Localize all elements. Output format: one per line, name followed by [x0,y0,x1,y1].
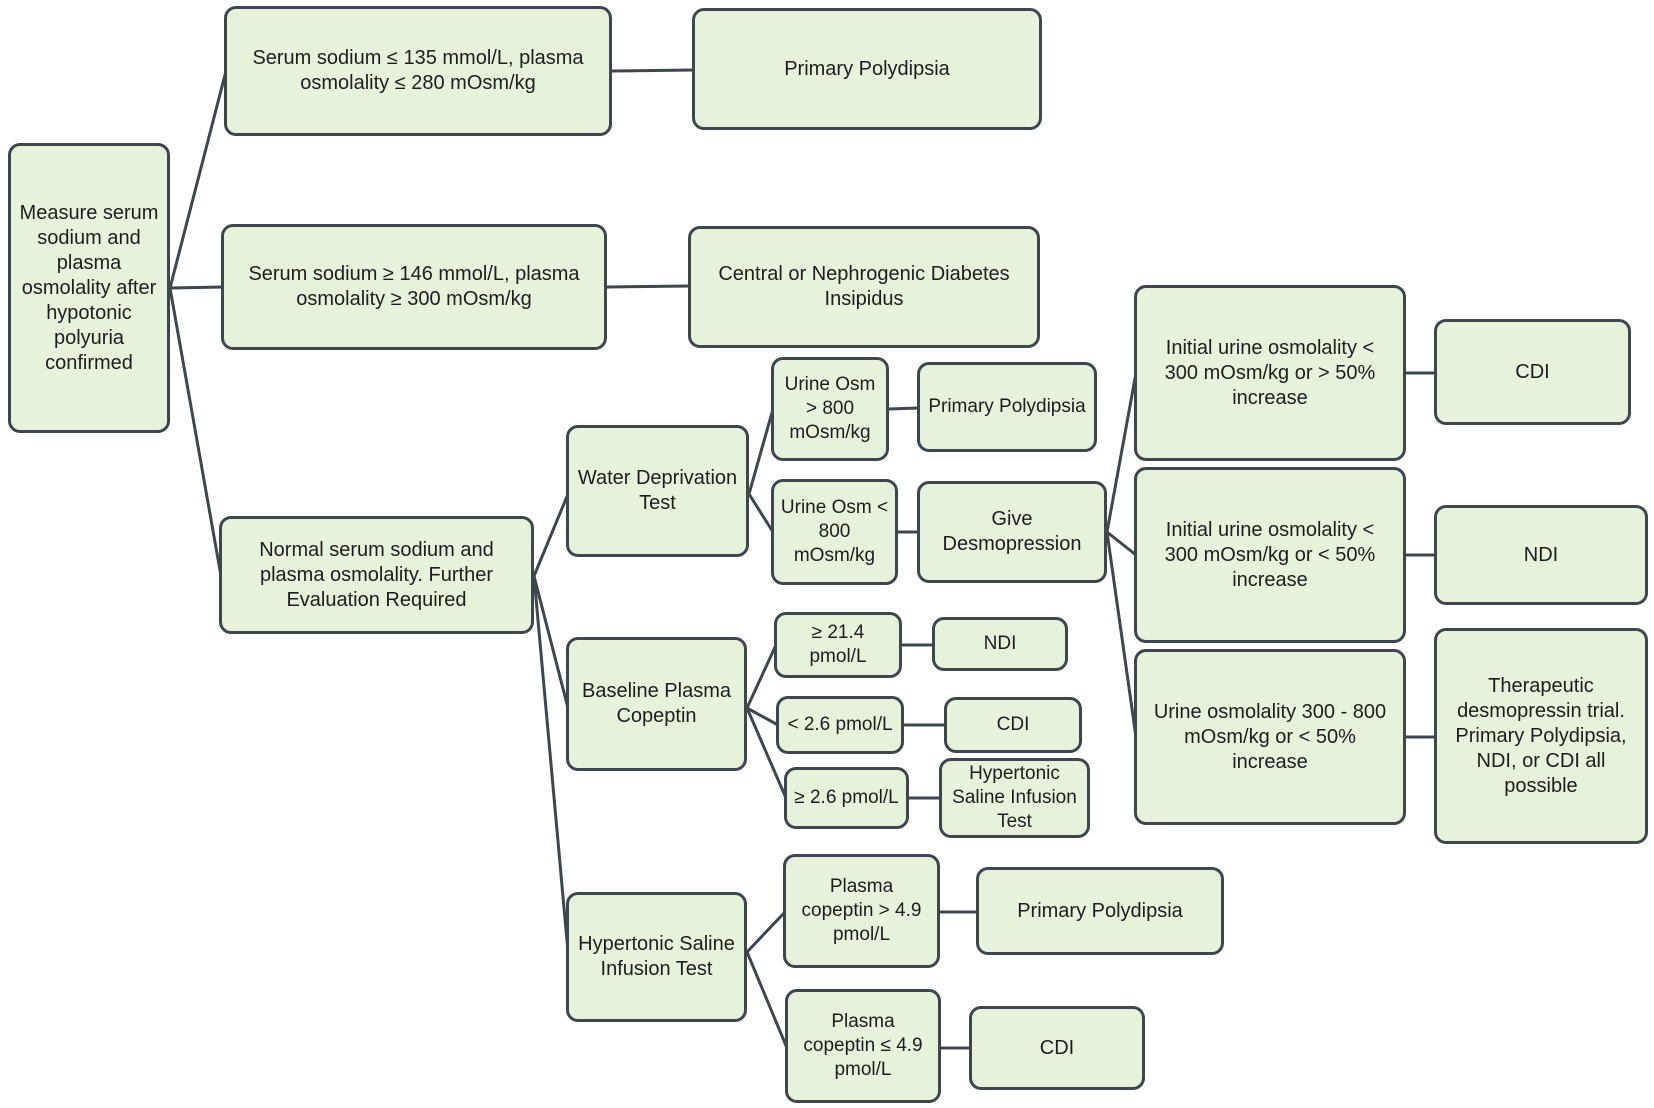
connector [605,284,692,289]
low-sodium-result-node: Primary Polydipsia [692,8,1042,130]
desmopressin-outcome-a-result-node: CDI [1434,319,1631,425]
connector [747,407,775,496]
connector [1105,530,1138,557]
connector [745,910,787,954]
saline-copeptin-above-result-node: Primary Polydipsia [976,867,1224,955]
give-desmopressin-node: Give Desmopression [917,481,1107,583]
urine-osm-below-800-node: Urine Osm < 800 mOsm/kg [771,479,898,585]
hypertonic-saline-test-node: Hypertonic Saline Infusion Test [566,892,747,1022]
connector [168,286,223,578]
normal-sodium-node: Normal serum sodium and plasma osmolalit… [219,516,534,634]
saline-copeptin-below-node: Plasma copeptin ≤ 4.9 pmol/L [785,989,941,1103]
connector [610,68,695,73]
copeptin-above-21-node: ≥ 21.4 pmol/L [774,612,902,678]
connector [1105,530,1138,739]
saline-copeptin-above-node: Plasma copeptin > 4.9 pmol/L [783,854,940,968]
copeptin-below-2-6-result-node: CDI [944,697,1082,753]
connector [887,406,921,411]
connector [745,950,789,1050]
low-sodium-node: Serum sodium ≤ 135 mmol/L, plasma osmola… [224,6,612,136]
water-deprivation-test-node: Water Deprivation Test [566,425,749,557]
high-sodium-result-node: Central or Nephrogenic Diabetes Insipidu… [688,226,1040,348]
saline-copeptin-below-result-node: CDI [969,1006,1145,1090]
desmopressin-outcome-b-result-node: NDI [1434,505,1648,605]
connector [747,492,775,534]
copeptin-above-2-6-node: ≥ 2.6 pmol/L [784,767,909,829]
desmopressin-outcome-b-node: Initial urine osmolality < 300 mOsm/kg o… [1134,467,1406,643]
connector [1105,371,1138,534]
connector [745,706,788,800]
desmopressin-outcome-c-result-node: Therapeutic desmopressin trial. Primary … [1434,628,1648,844]
urine-osm-above-800-node: Urine Osm > 800 mOsm/kg [771,357,889,461]
connector [532,574,570,954]
copeptin-above-2-6-result-node: Hypertonic Saline Infusion Test [939,758,1090,838]
connector [745,643,778,710]
connector [745,706,780,727]
connector [532,574,570,710]
baseline-copeptin-node: Baseline Plasma Copeptin [566,637,747,771]
connector [168,285,225,290]
start-node: Measure serum sodium and plasma osmolali… [8,143,170,433]
copeptin-above-21-result-node: NDI [932,617,1068,671]
urine-osm-above-800-result-node: Primary Polydipsia [917,362,1097,452]
connector [168,69,228,290]
desmopressin-outcome-a-node: Initial urine osmolality < 300 mOsm/kg o… [1134,285,1406,461]
copeptin-below-2-6-node: < 2.6 pmol/L [776,696,904,754]
high-sodium-node: Serum sodium ≥ 146 mmol/L, plasma osmola… [221,224,607,350]
connector [532,492,570,578]
desmopressin-outcome-c-node: Urine osmolality 300 - 800 mOsm/kg or < … [1134,649,1406,825]
